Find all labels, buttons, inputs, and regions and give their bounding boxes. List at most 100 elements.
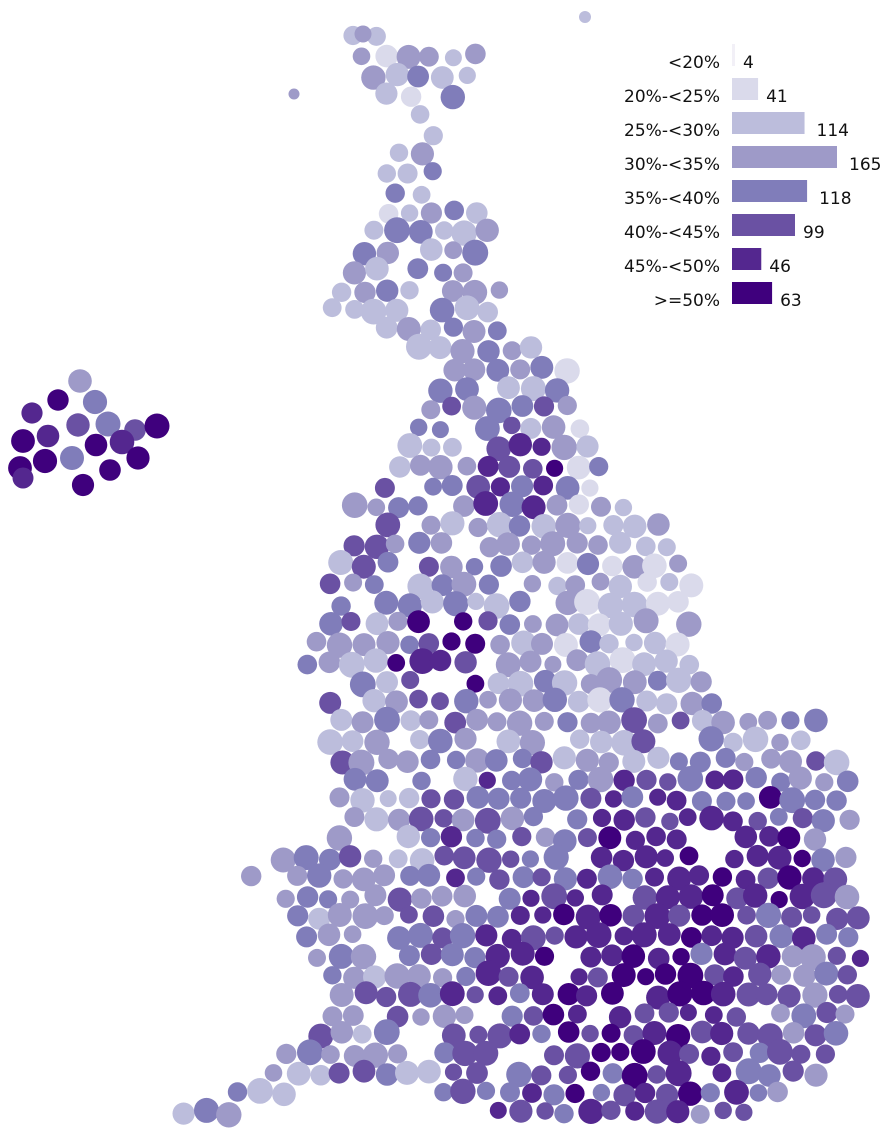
constituency-bubble: [126, 446, 150, 470]
constituency-bubble: [802, 906, 821, 924]
constituency-bubble: [420, 943, 443, 965]
constituency-bubble: [579, 11, 591, 23]
constituency-bubble: [364, 534, 390, 559]
constituency-bubble: [512, 748, 533, 769]
constituency-bubble: [668, 904, 691, 927]
constituency-bubble: [452, 1040, 478, 1067]
constituency-bubble: [498, 887, 521, 910]
constituency-bubble: [532, 868, 551, 887]
constituency-bubble: [699, 805, 724, 831]
constituency-bubble: [496, 729, 521, 754]
constituency-bubble: [544, 378, 570, 403]
constituency-bubble: [443, 317, 463, 337]
constituency-bubble: [408, 496, 428, 516]
constituency-bubble: [477, 340, 500, 363]
constituency-bubble: [558, 1065, 578, 1085]
constituency-bubble: [99, 459, 121, 481]
constituency-bubble: [589, 457, 609, 477]
constituency-bubble: [705, 770, 725, 790]
constituency-bubble: [396, 44, 421, 69]
constituency-bubble: [440, 555, 463, 579]
constituency-bubble: [286, 1061, 311, 1086]
constituency-bubble: [144, 413, 170, 439]
constituency-bubble: [782, 1022, 805, 1044]
constituency-bubble: [714, 1101, 732, 1120]
constituency-bubble: [576, 868, 597, 889]
constituency-bubble: [661, 812, 679, 831]
constituency-bubble: [293, 845, 319, 871]
constituency-bubble: [297, 654, 318, 675]
constituency-bubble: [511, 630, 536, 656]
constituency-bubble: [32, 448, 58, 474]
constituency-bubble: [622, 670, 647, 695]
constituency-bubble: [462, 358, 486, 381]
constituency-bubble: [490, 634, 510, 655]
constituency-bubble: [724, 1079, 749, 1105]
constituency-bubble: [581, 479, 599, 497]
constituency-bubble: [495, 652, 521, 678]
constituency-bubble: [264, 1064, 283, 1082]
constituency-bubble: [779, 787, 806, 814]
constituency-bubble: [523, 459, 543, 479]
constituency-bubble: [306, 631, 327, 652]
constituency-bubble: [823, 1021, 849, 1046]
constituency-bubble: [443, 789, 465, 810]
constituency-bubble: [557, 712, 578, 733]
constituency-bubble: [555, 476, 580, 500]
constituency-bubble: [374, 706, 400, 733]
constituency-bubble: [761, 748, 781, 769]
constituency-bubble: [597, 592, 624, 619]
constituency-bubble: [716, 791, 736, 811]
constituency-bubble: [811, 848, 835, 872]
constituency-bubble: [352, 47, 371, 66]
constituency-bubble: [439, 981, 465, 1007]
legend-row: <20% 4: [668, 44, 754, 73]
constituency-bubble: [713, 942, 737, 966]
constituency-bubble: [734, 825, 758, 849]
constituency-bubble: [374, 906, 394, 926]
constituency-bubble: [636, 690, 658, 712]
constituency-bubble: [609, 647, 636, 673]
constituency-bubble: [799, 944, 826, 971]
constituency-bubble: [649, 788, 667, 806]
constituency-bubble: [419, 46, 439, 67]
constituency-bubble: [542, 687, 567, 712]
constituency-bubble: [769, 924, 794, 949]
constituency-bubble: [723, 1042, 743, 1062]
constituency-bubble: [678, 884, 704, 909]
constituency-bubble: [12, 467, 34, 489]
constituency-bubble: [475, 218, 499, 242]
constituency-bubble: [599, 904, 622, 927]
constituency-bubble: [701, 693, 722, 714]
constituency-bubble: [276, 889, 295, 908]
constituency-bubble: [354, 281, 376, 304]
constituency-bubble: [564, 1043, 591, 1069]
constituency-bubble: [599, 634, 619, 654]
constituency-bubble: [489, 869, 510, 890]
constituency-bubble: [634, 1003, 655, 1024]
constituency-bubble: [690, 671, 712, 693]
constituency-bubble: [454, 689, 479, 714]
constituency-bubble: [634, 1082, 656, 1104]
constituency-bubble: [851, 949, 870, 968]
constituency-bubble: [417, 863, 441, 887]
constituency-bubble: [479, 537, 501, 558]
constituency-bubble: [385, 183, 405, 203]
constituency-bubble: [647, 670, 668, 691]
constituency-bubble: [522, 689, 546, 712]
constituency-bubble: [609, 687, 635, 713]
constituency-bubble: [647, 713, 668, 734]
constituency-bubble: [700, 1083, 720, 1103]
constituency-bubble: [408, 220, 433, 244]
constituency-bubble: [678, 808, 697, 826]
constituency-bubble: [422, 438, 441, 457]
constituency-bubble: [475, 924, 498, 947]
constituency-bubble: [455, 1006, 474, 1024]
constituency-bubble: [500, 806, 525, 831]
constituency-bubble: [384, 217, 410, 244]
constituency-bubble: [270, 847, 296, 873]
constituency-bubble: [328, 1062, 350, 1084]
constituency-bubble: [659, 773, 677, 791]
constituency-bubble: [477, 455, 499, 477]
constituency-bubble: [828, 985, 848, 1004]
